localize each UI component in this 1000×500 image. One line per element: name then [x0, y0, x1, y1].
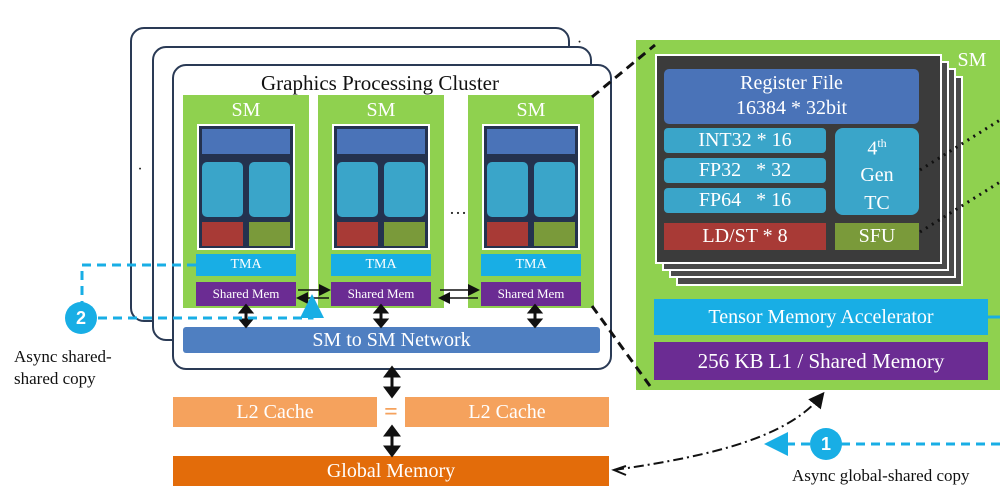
sm-to-sm-network: SM to SM Network: [183, 327, 600, 353]
async-ss-path-top: [80, 263, 196, 305]
global-arrowhead: [611, 465, 627, 476]
vertical-double-arrows: [237, 303, 544, 458]
sm-label-3: SM: [516, 98, 546, 121]
sm-label-1: SM: [231, 98, 261, 121]
sm-unit-2b: [384, 162, 425, 217]
gpc-stack-ellipsis-left: ·: [137, 161, 143, 178]
sm-ldst-3: [487, 222, 528, 246]
step-2-badge: 2: [65, 302, 97, 334]
sm-unit-3b: [534, 162, 575, 217]
sm-unit-1b: [249, 162, 290, 217]
sm-label-2: SM: [366, 98, 396, 121]
register-file-size: 16384 * 32bit: [735, 97, 848, 119]
sfu-unit: SFU: [835, 223, 919, 250]
int32-unit: INT32 * 16: [664, 128, 826, 153]
sm-sfu-1: [249, 222, 290, 246]
sm-tma-1: TMA: [196, 254, 296, 276]
sm-ldst-1: [202, 222, 243, 246]
step-1-caption: Async global-shared copy: [792, 466, 970, 485]
sm-tma-3: TMA: [481, 254, 581, 276]
sm-shared-mem-2: Shared Mem: [331, 282, 431, 306]
sfu-dotted-line: [919, 180, 1000, 234]
sm-unit-2a: [337, 162, 378, 217]
sm-register-1: [202, 129, 290, 154]
gpc-stack-ellipsis-right: ·: [576, 34, 583, 51]
global-memory: Global Memory: [173, 456, 609, 486]
step-2-caption: Async shared- shared copy: [14, 346, 164, 390]
tc-gen-suffix: th: [877, 136, 887, 150]
sm-sfu-2: [384, 222, 425, 246]
register-file-box: [664, 69, 919, 124]
global-to-l1-path: [613, 391, 825, 471]
tensor-memory-accelerator: Tensor Memory Accelerator: [654, 299, 988, 335]
l2-cache-left: L2 Cache: [173, 397, 377, 427]
async-ss-path-bottom: [98, 294, 324, 320]
sm-tma-2: TMA: [331, 254, 431, 276]
l2-link: =: [384, 398, 398, 425]
sm-ellipsis: …: [449, 197, 467, 218]
sm-unit-3a: [487, 162, 528, 217]
tc-label: TC: [864, 191, 890, 214]
l1-shared-memory: 256 KB L1 / Shared Memory: [654, 342, 988, 380]
gpc-title: Graphics Processing Cluster: [261, 70, 499, 95]
sm-sfu-3: [534, 222, 575, 246]
sm-register-2: [337, 129, 425, 154]
fp64-unit: FP64 * 16: [664, 188, 826, 213]
step-2-caption-line1: Async shared-: [14, 347, 112, 366]
ldst-unit: LD/ST * 8: [664, 223, 826, 250]
zoom-line-bottom: [590, 305, 652, 387]
sm-unit-1a: [202, 162, 243, 217]
sm-register-3: [487, 129, 575, 154]
tc-gen-label: Gen: [860, 163, 894, 186]
tc-gen-number: 4: [867, 137, 878, 160]
l2-cache-right: L2 Cache: [405, 397, 609, 427]
step-2-caption-line2: shared copy: [14, 369, 96, 388]
sm-detail-label: SM: [957, 48, 987, 71]
tc-dotted-line: [919, 118, 1000, 172]
sm-shared-mem-1: Shared Mem: [196, 282, 296, 306]
step-1-badge: 1: [810, 428, 842, 460]
tensor-core-box: 4th Gen TC: [835, 128, 919, 215]
fp32-unit: FP32 * 32: [664, 158, 826, 183]
register-file-title: Register File: [740, 72, 843, 94]
sm-ldst-2: [337, 222, 378, 246]
zoom-line-top: [591, 43, 656, 99]
sm-shared-mem-3: Shared Mem: [481, 282, 581, 306]
